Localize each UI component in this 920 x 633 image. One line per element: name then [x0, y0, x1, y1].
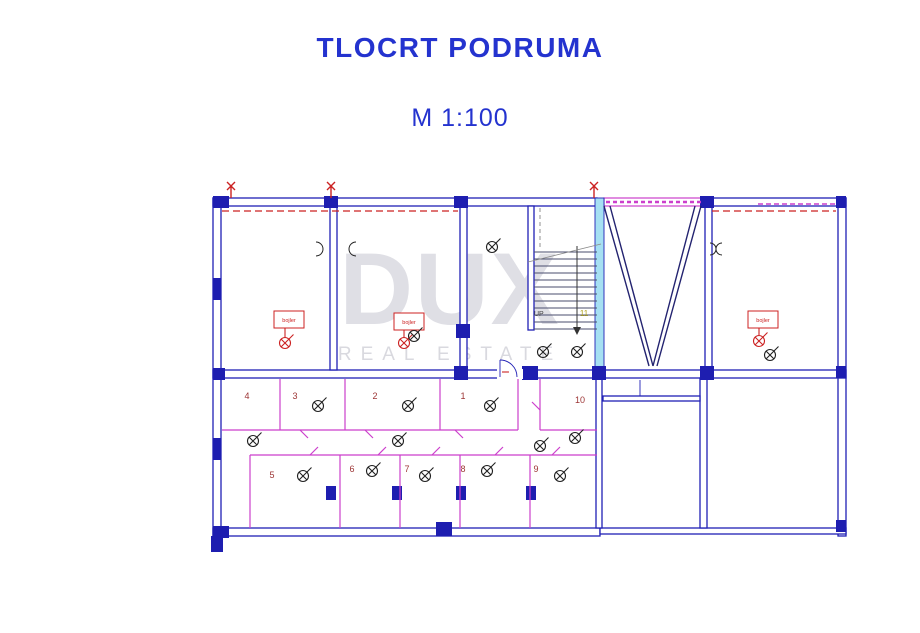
- light-fixture-icon: [536, 342, 553, 359]
- light-fixture-icon: [480, 461, 497, 478]
- light-fixture-icon: [246, 431, 263, 448]
- light-fixtures: [246, 237, 780, 483]
- light-fixture-icon: [483, 396, 500, 413]
- boiler-symbol: bojler: [747, 310, 779, 335]
- room-number: 7: [404, 464, 409, 474]
- watermark: DUX REAL ESTATE: [285, 238, 615, 366]
- room-number: 2: [372, 391, 377, 401]
- room-number: 4: [244, 391, 249, 401]
- stairs-flight-number: 11: [580, 309, 589, 318]
- light-fixture-icon: [365, 461, 382, 478]
- room-number: 3: [292, 391, 297, 401]
- room-number: 1: [460, 391, 465, 401]
- door-jamb-icon: [315, 241, 324, 257]
- antenna-outlet-icon: [226, 181, 236, 199]
- door-jamb-icon: [715, 242, 723, 256]
- boiler-label: bojler: [282, 318, 296, 324]
- room-number: 6: [349, 464, 354, 474]
- light-fixture-icon: [568, 428, 585, 445]
- light-fixture-icon: [418, 466, 435, 483]
- light-fixture-icon: [296, 466, 313, 483]
- ramp-v-lines: [603, 200, 702, 367]
- electrical-layer: bojler bojler bojler: [222, 181, 836, 350]
- drawing-title: TLOCRT PODRUMA: [316, 32, 604, 63]
- room-number: 8: [460, 464, 465, 474]
- watermark-brand: DUX: [339, 232, 561, 346]
- boiler-symbol: bojler: [393, 312, 425, 337]
- light-fixture-icon: [763, 345, 780, 362]
- light-fixture-icon: [533, 436, 550, 453]
- light-fixture-icon: [391, 431, 408, 448]
- stair-direction-arrow: [573, 327, 581, 335]
- storage-partitions: [222, 379, 597, 528]
- red-light-fixture-icon: [278, 333, 295, 350]
- light-fixture-icon: [485, 237, 502, 254]
- stairs: UP 11: [527, 208, 602, 335]
- light-fixture-icon: [311, 396, 328, 413]
- antenna-outlet-icon: [326, 181, 336, 199]
- shaft-wall: [594, 197, 605, 379]
- red-light-fixture-icon: [397, 333, 414, 350]
- room-number: 9: [533, 464, 538, 474]
- light-fixture-icon: [553, 466, 570, 483]
- door-jamb-icon: [348, 241, 357, 257]
- light-fixture-icon: [570, 342, 587, 359]
- boiler-label: bojler: [756, 318, 770, 324]
- boiler-symbol: bojler: [273, 310, 305, 337]
- stairs-up-label: UP: [534, 311, 544, 318]
- antenna-outlet-icon: [589, 181, 599, 199]
- boiler-label: bojler: [402, 320, 416, 326]
- room-number: 10: [575, 395, 585, 405]
- door-swing-lines: [299, 401, 561, 456]
- red-light-fixture-icon: [752, 331, 769, 348]
- columns: [211, 196, 846, 552]
- door-symbols: [315, 241, 723, 379]
- room-numbers: 1 2 3 4 5 6 7 8 9 10: [244, 391, 585, 480]
- drawing-scale: M 1:100: [411, 104, 509, 132]
- stair-break-line: [527, 243, 602, 263]
- light-fixture-icon: [401, 396, 418, 413]
- watermark-tagline: REAL ESTATE: [337, 344, 563, 365]
- room-number: 5: [269, 470, 274, 480]
